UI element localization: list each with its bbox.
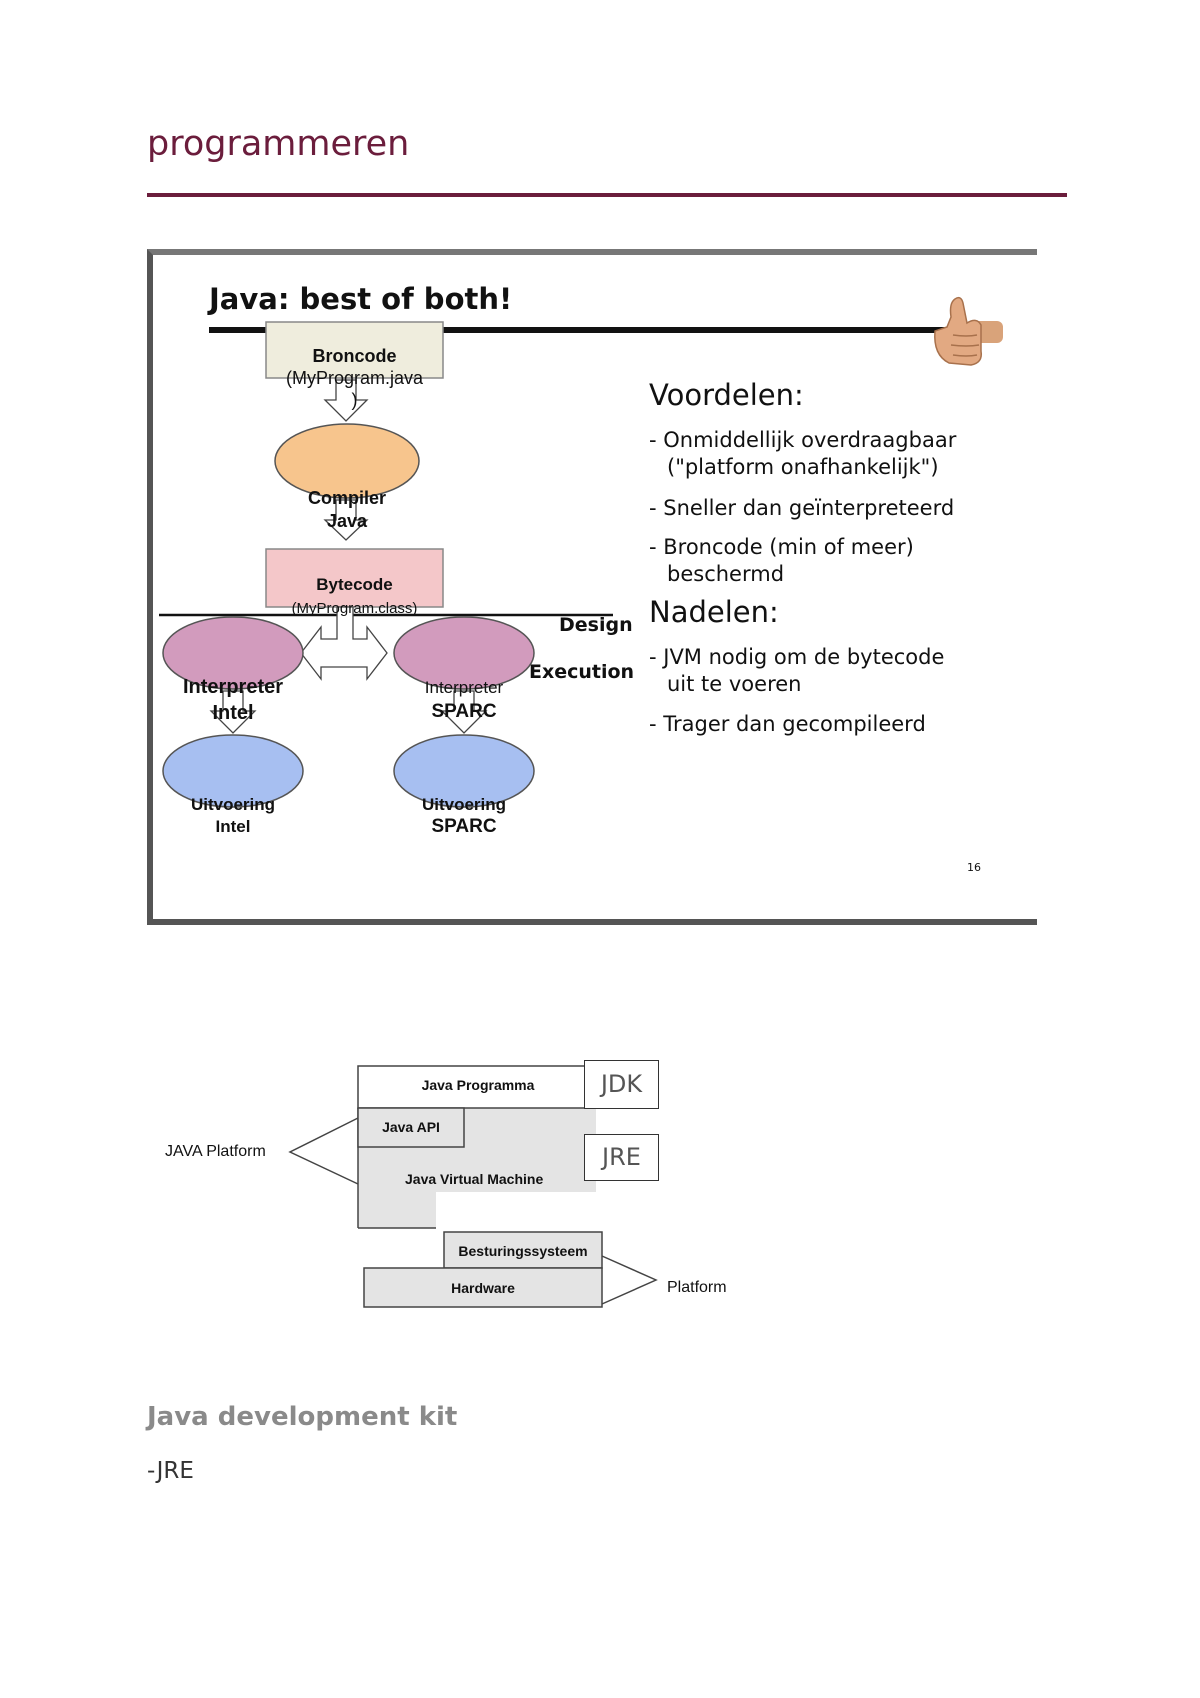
java-api-label: Java API: [382, 1119, 440, 1135]
java-api-box: [357, 1107, 465, 1148]
compiler-label: Compiler Java: [307, 488, 386, 531]
besturingssysteem-label: Besturingssysteem: [458, 1243, 588, 1259]
java-programma-label: Java Programma: [421, 1077, 535, 1093]
interpreter-intel-label: Interpreter Intel: [182, 676, 284, 724]
nadelen-heading: Nadelen:: [649, 595, 779, 629]
slide-page-number: 16: [967, 861, 981, 874]
page-title: programmeren: [147, 124, 410, 164]
nadelen-item: - JVM nodig om de bytecode uit te voeren: [649, 645, 945, 696]
jvm-label: Java Virtual Machine: [405, 1171, 544, 1187]
compiler-node: [274, 423, 420, 499]
jdk-tag: JDK: [584, 1060, 659, 1109]
slide-title: Java: best of both!: [209, 282, 513, 316]
thumbs-up-icon: [934, 296, 1003, 366]
slide-title-rule: [209, 327, 949, 333]
design-label: Design: [559, 614, 633, 636]
slide-image: Java: best of both! Broncode: [147, 249, 1037, 925]
uitvoering-sparc-node: [393, 734, 535, 808]
interpreter-sparc-label: Interpreter SPARC: [424, 678, 504, 722]
compile-flow-diagram: [159, 321, 613, 808]
voordelen-heading: Voordelen:: [649, 378, 804, 412]
execution-label: Execution: [529, 661, 635, 683]
broncode-label: Broncode (MyProgram.java ): [285, 346, 424, 410]
nadelen-item: - Trager dan gecompileerd: [649, 712, 926, 736]
bytecode-box: [265, 548, 444, 608]
java-programma-box: [357, 1065, 587, 1109]
platform-label: Platform: [667, 1279, 727, 1296]
hardware-box: [363, 1267, 603, 1308]
interpreter-sparc-node: [393, 616, 535, 690]
voordelen-item: - Onmiddellijk overdraagbaar ("platform …: [649, 428, 957, 479]
java-platform-label: JAVA Platform: [165, 1143, 266, 1160]
uitvoering-intel-label: Uitvoering Intel: [190, 795, 276, 836]
java-platform-bracket: [288, 1117, 359, 1185]
body-line: -JRE: [147, 1458, 194, 1484]
arrow-branch: [300, 606, 388, 681]
section-heading: Java development kit: [147, 1402, 458, 1432]
broncode-box: [265, 321, 444, 379]
voordelen-item: - Broncode (min of meer) beschermd: [649, 535, 914, 586]
arrow-down: [323, 499, 369, 541]
uitvoering-sparc-label: Uitvoering SPARC: [421, 795, 507, 837]
interpreter-intel-node: [162, 616, 304, 690]
platform-bracket: [601, 1255, 658, 1305]
title-rule: [147, 193, 1067, 197]
hardware-label: Hardware: [451, 1280, 515, 1296]
arrow-down: [323, 379, 369, 422]
bytecode-label: Bytecode (MyProgram.class): [291, 575, 418, 617]
uitvoering-intel-node: [162, 734, 304, 808]
arrow-down: [440, 690, 488, 734]
jre-tag: JRE: [584, 1134, 659, 1181]
arrow-down: [209, 690, 257, 734]
voordelen-item: - Sneller dan geïnterpreteerd: [649, 496, 955, 520]
